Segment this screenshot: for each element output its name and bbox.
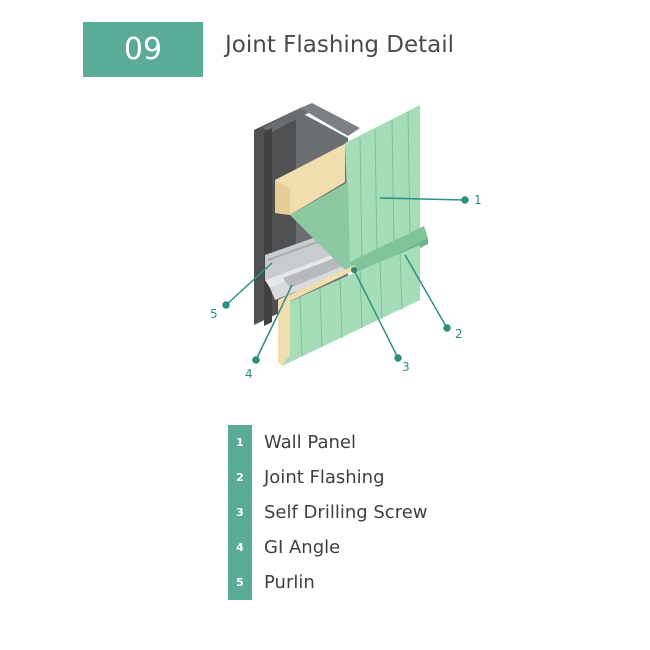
legend-label: Joint Flashing [264, 467, 385, 488]
legend-item: 2 Joint Flashing [228, 460, 488, 495]
leader-dot-2 [443, 324, 451, 332]
legend-label: Wall Panel [264, 432, 356, 453]
section-number-badge: 09 [83, 22, 203, 77]
upper-wall-panel [275, 105, 420, 270]
leader-dot-4 [252, 356, 260, 364]
legend-item: 5 Purlin [228, 565, 488, 600]
legend-number: 5 [228, 565, 252, 600]
leader-dot-1 [461, 196, 469, 204]
legend-number: 2 [228, 460, 252, 495]
legend-item: 1 Wall Panel [228, 425, 488, 460]
leader-line-2 [404, 254, 448, 329]
legend-label: GI Angle [264, 537, 341, 558]
legend: 1 Wall Panel 2 Joint Flashing 3 Self Dri… [228, 425, 488, 600]
legend-number: 3 [228, 495, 252, 530]
callout-number-3: 3 [402, 360, 410, 374]
callout-number-1: 1 [474, 193, 482, 207]
leader-line-4 [255, 284, 293, 361]
callout-number-4: 4 [245, 367, 253, 381]
gi-angle [283, 252, 350, 288]
leader-line-3 [353, 269, 399, 359]
legend-number: 4 [228, 530, 252, 565]
lower-wall-panel [278, 245, 420, 366]
legend-item: 3 Self Drilling Screw [228, 495, 488, 530]
legend-label: Purlin [264, 572, 315, 593]
leader-line-5 [225, 262, 273, 306]
leader-lines [222, 196, 469, 364]
callout-number-2: 2 [455, 327, 463, 341]
leader-dot-3 [394, 354, 402, 362]
callout-number-5: 5 [210, 307, 218, 321]
page-title: Joint Flashing Detail [225, 32, 455, 58]
legend-number: 1 [228, 425, 252, 460]
section-number: 09 [123, 32, 163, 67]
legend-label: Self Drilling Screw [264, 502, 428, 523]
leader-line-1 [379, 197, 466, 201]
leader-dot-5 [222, 301, 230, 309]
legend-item: 4 GI Angle [228, 530, 488, 565]
